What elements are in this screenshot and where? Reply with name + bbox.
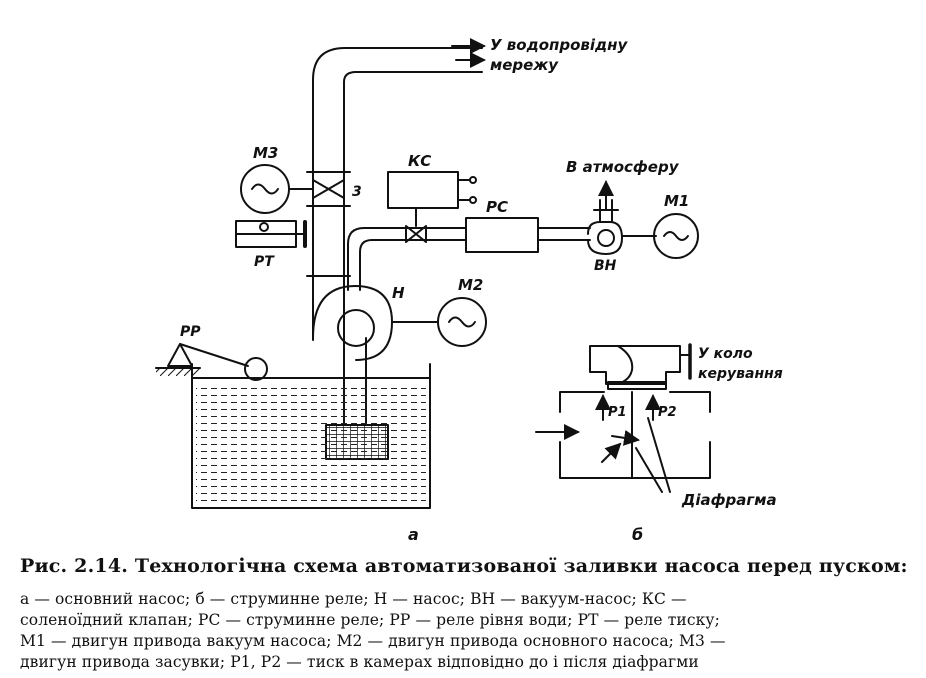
figure-caption-title: Рис. 2.14. Технологічна схема автоматизо… (20, 555, 908, 577)
figure-caption-line: а — основний насос; б — струминне реле; … (20, 590, 687, 608)
technological-scheme: У водопровідну мережу М3 3 КС РС В атмос… (155, 36, 783, 544)
label-m2: М2 (458, 276, 483, 294)
figure-caption-line: М1 — двигун привода вакуум насоса; М2 — … (20, 632, 726, 650)
label-m1: М1 (664, 192, 689, 210)
label-vn: ВН (594, 258, 617, 274)
label-sub-a: а (408, 525, 419, 544)
motor-m2 (437, 297, 487, 347)
label-diaphragm: Діафрагма (681, 491, 777, 509)
label-to-atmosphere: В атмосферу (566, 158, 680, 176)
motor-m1 (653, 213, 699, 259)
vacuum-line (347, 227, 591, 291)
jet-relay-rs (465, 217, 539, 253)
water-surface (196, 384, 426, 504)
gate-valve-3 (289, 179, 345, 199)
pump-n (312, 285, 439, 361)
label-valve-3: 3 (352, 184, 362, 200)
vacuum-pump-vn (587, 180, 657, 255)
pipe-flanges (306, 171, 351, 277)
label-n: Н (392, 284, 405, 302)
motor-m3 (240, 164, 290, 214)
label-sub-b: б (632, 525, 643, 544)
label-ks: КС (408, 152, 431, 170)
label-to-network: У водопровідну (490, 36, 629, 54)
ground-hatch (156, 368, 200, 376)
solenoid-valve-ks (387, 171, 477, 209)
label-to-network-2: мережу (490, 56, 559, 74)
label-control-circuit: У коло (698, 346, 753, 362)
figure-caption-line: двигун привода засувки; Р1, Р2 — тиск в … (20, 653, 699, 671)
label-rr: РР (180, 324, 201, 340)
pressure-relay-rt (235, 220, 307, 248)
label-p1: Р1 (608, 405, 627, 420)
solenoid-valve (405, 207, 427, 243)
figure-caption-line: соленоїдний клапан; РС — струминне реле;… (20, 611, 720, 629)
label-rt: РТ (254, 254, 275, 270)
label-m3: М3 (253, 144, 278, 162)
label-p2: Р2 (658, 405, 677, 420)
water-reservoir (191, 363, 431, 509)
jet-relay-detail (535, 343, 711, 493)
label-rs: РС (486, 198, 508, 216)
discharge-pipe (312, 38, 486, 341)
label-control-circuit-2: керування (698, 366, 783, 382)
